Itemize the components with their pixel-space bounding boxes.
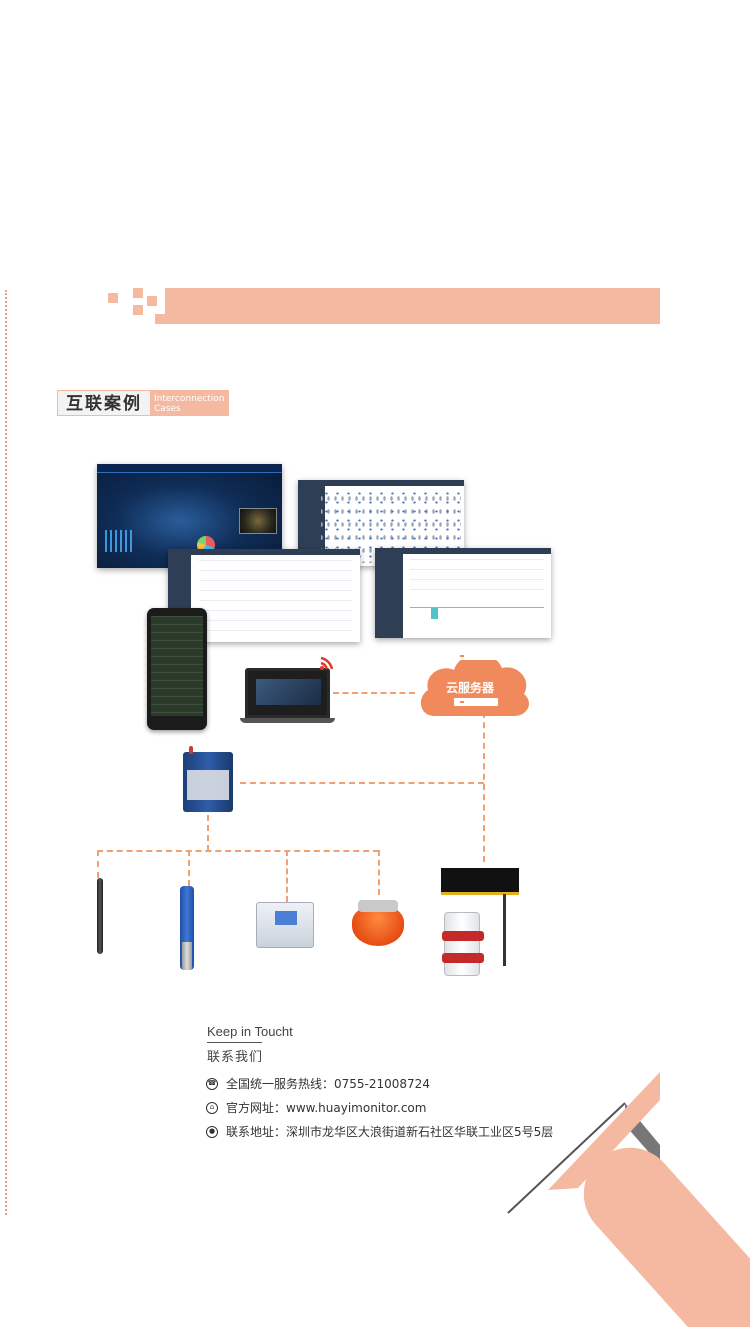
link-cloud-down [483,712,485,862]
control-cabinet [256,902,314,948]
contact-heading-cn: 联系我们 [207,1050,264,1065]
link-drop-2 [188,850,190,886]
monitoring-buoy [352,900,404,946]
globe-icon: ⌂ [206,1101,218,1114]
link-gateway-down [207,815,209,851]
link-drop-1 [97,850,99,878]
deco-square [108,293,118,303]
laptop [245,668,330,718]
report-screenshot [375,548,551,638]
address-row: ● 联系地址：深圳市龙华区大浪街道新石社区华联工业区5号5层 [206,1123,553,1140]
hotline-text: 全国统一服务热线：0755-21008724 [226,1077,430,1091]
deco-square [133,288,143,298]
link-drop-4 [378,850,380,895]
link-gateway-cloud [240,782,484,784]
link-laptop-cloud [333,692,415,694]
deco-square [155,314,165,324]
section-title-en: Interconnection Cases [150,391,228,415]
location-icon: ● [206,1125,218,1138]
deco-square [133,305,143,315]
contact-divider [207,1042,262,1043]
deco-square [147,296,157,306]
hotline-row: ☎ 全国统一服务热线：0755-21008724 [206,1075,430,1092]
website-row[interactable]: ⌂ 官方网址：www.huayimonitor.com [206,1099,426,1116]
laptop-base [240,718,335,723]
data-gateway [183,746,233,812]
wifi-icon [320,656,334,670]
cloud-server-label: 云服务器 [446,681,495,695]
website-text[interactable]: 官方网址：www.huayimonitor.com [226,1101,427,1115]
section-title-cn: 互联案例 [58,391,150,415]
header-banner [165,288,660,324]
left-dotted-rule [5,290,7,1215]
link-drop-3 [286,850,288,902]
address-text: 联系地址：深圳市龙华区大浪街道新石社区华联工业区5号5层 [226,1125,554,1139]
phone-icon: ☎ [206,1077,218,1090]
monitoring-station-solar-panel [441,868,519,895]
sensor-probe-1 [97,878,103,954]
sampling-tank [442,912,484,976]
station-pole [503,894,506,966]
link-sensor-bus [97,850,379,852]
mobile-phone [147,608,207,730]
section-title: 互联案例 Interconnection Cases [57,390,229,416]
sensor-probe-2 [180,886,194,970]
contact-heading-en: Keep in Toucht [207,1024,293,1039]
corner-decoration [507,1072,750,1327]
cloud-server-icon [420,652,529,716]
